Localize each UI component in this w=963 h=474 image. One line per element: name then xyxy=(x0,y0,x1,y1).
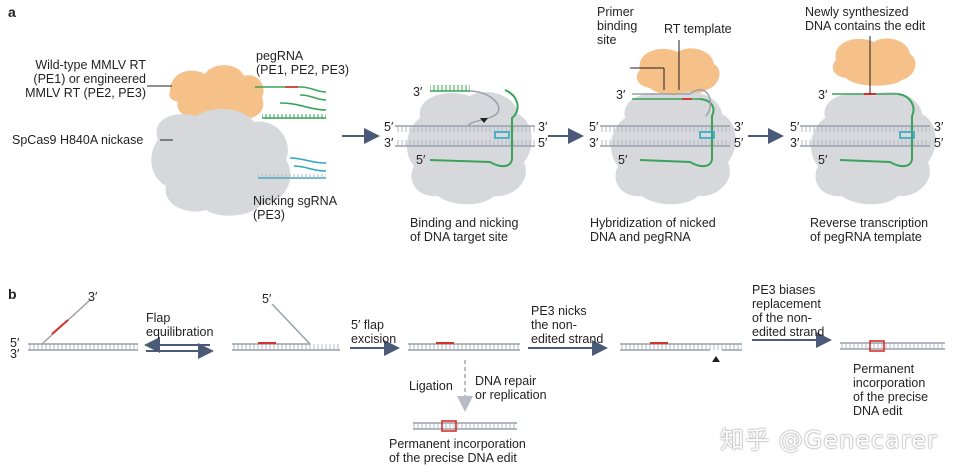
end-label: 5′ xyxy=(416,153,426,167)
cas9-protein-shape xyxy=(151,108,291,216)
end-label: 5′ xyxy=(589,120,599,134)
rt-template-label: RT template xyxy=(664,22,732,36)
step3-caption: Reverse transcription of pegRNA template xyxy=(810,216,929,244)
end-label: 3′ xyxy=(616,88,626,102)
end-label: 5′ xyxy=(384,120,394,134)
b-duplex-2 xyxy=(232,303,340,351)
end-label: 3′ xyxy=(538,120,548,134)
b-duplex-1 xyxy=(28,299,138,351)
end-label: 3′ xyxy=(384,136,394,150)
end-label: 3′ xyxy=(818,88,828,102)
end-label: 3′ xyxy=(734,120,744,134)
b-duplex-final-right xyxy=(840,340,945,352)
end-label: 3′ xyxy=(790,136,800,150)
complex-binding-nicking xyxy=(395,85,535,205)
watermark: 知乎 @Genecarer xyxy=(720,426,938,454)
flap-equilibration-label: Flap equilibration xyxy=(146,311,214,339)
step1-caption: Binding and nicking of DNA target site xyxy=(410,216,519,244)
newly-synth-label: Newly synthesized DNA contains the edit xyxy=(805,5,926,33)
permanent-right-label: Permanent incorporation of the precise D… xyxy=(853,362,929,418)
cas9-label: SpCas9 H840A nickase xyxy=(12,133,144,147)
ligation-label: Ligation xyxy=(409,379,453,393)
complex-hybridization xyxy=(600,48,736,205)
complex-reverse-transcription xyxy=(800,38,936,205)
dna-repair-label: DNA repair or replication xyxy=(475,374,547,402)
end-label: 5′ xyxy=(10,336,20,350)
primer-binding-label: Primer binding site xyxy=(597,5,638,47)
pegrna-icon xyxy=(255,86,327,119)
pegrna-label: pegRNA (PE1, PE2, PE3) xyxy=(256,49,350,77)
end-label: 3′ xyxy=(88,290,98,304)
end-label: 5′ xyxy=(790,120,800,134)
panel-b-label: b xyxy=(8,286,17,302)
b-duplex-4 xyxy=(620,342,742,362)
end-label: 5′ xyxy=(734,136,744,150)
end-label: 3′ xyxy=(589,136,599,150)
step2-caption: Hybridization of nicked DNA and pegRNA xyxy=(590,216,716,244)
end-label: 5′ xyxy=(818,153,828,167)
pe3-nicks-label: PE3 nicks the non- edited strand xyxy=(531,304,604,346)
panel-a-label: a xyxy=(8,4,16,20)
nicking-sgrna-icon xyxy=(258,157,327,179)
end-label: 5′ xyxy=(934,136,944,150)
end-label: 3′ xyxy=(934,120,944,134)
end-label: 3′ xyxy=(413,85,423,99)
pe3-biases-label: PE3 biases replacement of the non- edite… xyxy=(752,283,825,339)
b-duplex-3 xyxy=(408,342,520,351)
rt-label: Wild-type MMLV RT (PE1) or engineered MM… xyxy=(25,58,146,100)
nicking-sgrna-label: Nicking sgRNA (PE3) xyxy=(253,194,338,222)
rt-enzyme-shape xyxy=(169,65,264,124)
end-label: 5′ xyxy=(538,136,548,150)
end-label: 5′ xyxy=(618,153,628,167)
b-duplex-final-bottom xyxy=(413,420,517,432)
permanent-bottom-label: Permanent incorporation of the precise D… xyxy=(389,437,526,465)
end-label: 5′ xyxy=(262,292,272,306)
flap-excision-label: 5′ flap excision xyxy=(351,318,397,346)
end-label: 3′ xyxy=(10,347,20,361)
